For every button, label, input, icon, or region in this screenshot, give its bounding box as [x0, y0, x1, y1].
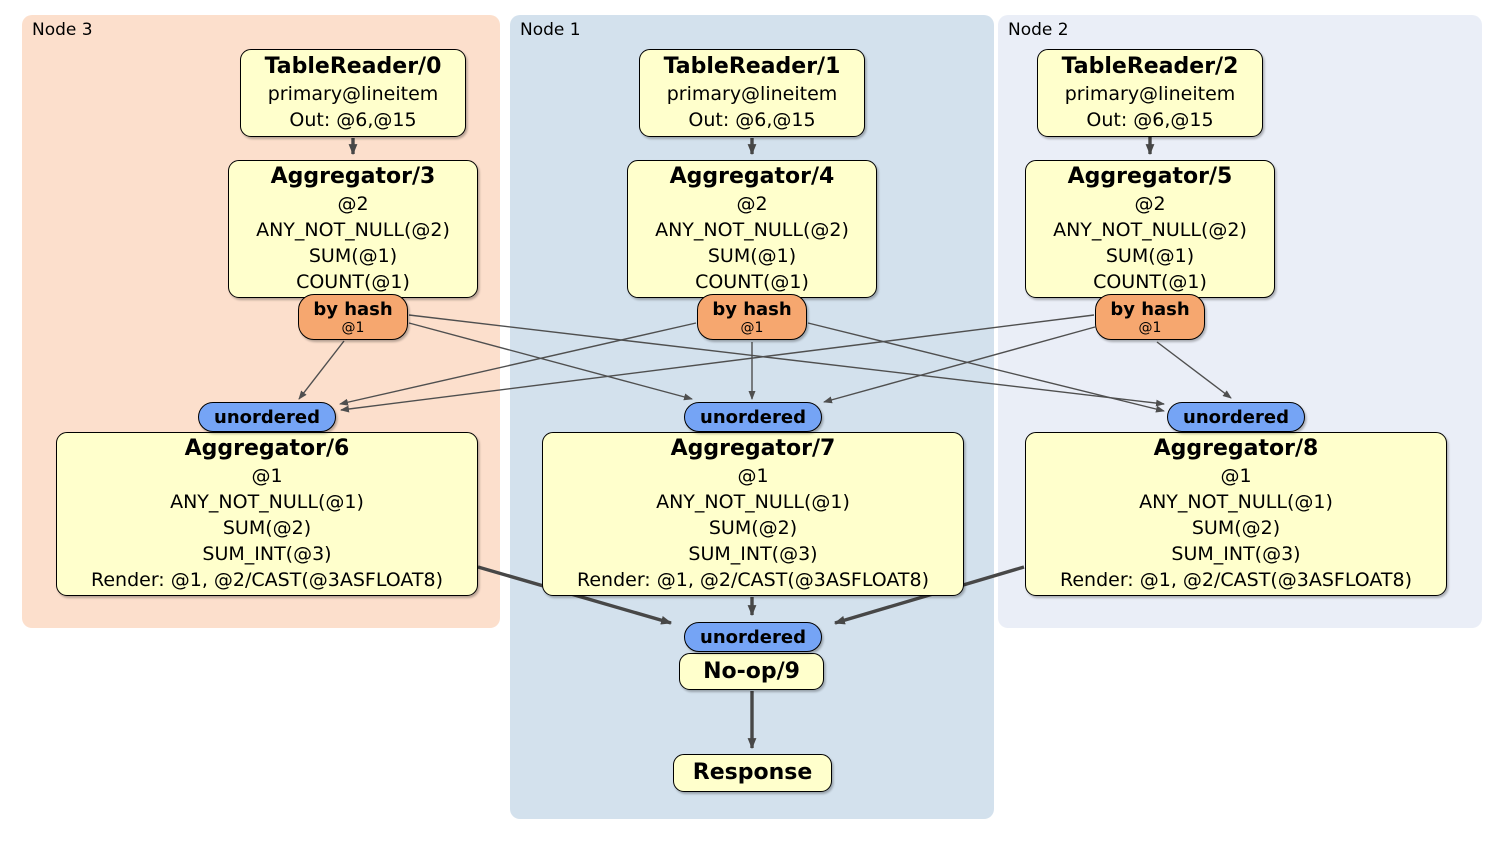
node-detail: Out: @6,@15 — [1086, 109, 1214, 131]
edge-byhash5-unordered7 — [823, 326, 1096, 404]
synchronizer-label: unordered — [700, 406, 806, 428]
router-columns: @1 — [341, 319, 365, 336]
node-aggregator-6: Aggregator/6 @1 ANY_NOT_NULL(@1) SUM(@2)… — [56, 432, 478, 596]
node-detail: SUM(@1) — [707, 245, 797, 267]
node-detail: Render: @1, @2/CAST(@3ASFLOAT8) — [91, 569, 443, 591]
synchronizer-label: unordered — [1183, 406, 1289, 428]
node-detail: SUM(@2) — [708, 517, 798, 539]
edge-byhash3-unordered8 — [408, 314, 1165, 407]
synchronizer-unordered-7: unordered — [684, 402, 822, 432]
synchronizer-unordered-8: unordered — [1167, 402, 1305, 432]
router-by-hash-3: by hash @1 — [298, 294, 408, 340]
node-tablereader-0: TableReader/0 primary@lineitem Out: @6,@… — [240, 49, 466, 137]
node-title: Aggregator/6 — [184, 436, 350, 461]
node-detail: @1 — [737, 465, 769, 487]
node-tablereader-1: TableReader/1 primary@lineitem Out: @6,@… — [639, 49, 865, 137]
node-detail: @2 — [736, 193, 768, 215]
edge-byhash4-unordered6 — [339, 322, 697, 406]
edge-byhash4-unordered8 — [807, 322, 1165, 413]
node-detail: ANY_NOT_NULL(@1) — [656, 491, 850, 513]
node-detail: SUM(@1) — [1105, 245, 1195, 267]
node-detail: Out: @6,@15 — [688, 109, 816, 131]
node-title: Aggregator/5 — [1067, 164, 1233, 189]
synchronizer-label: unordered — [214, 406, 320, 428]
node-detail: Out: @6,@15 — [289, 109, 417, 131]
node-title: No-op/9 — [703, 658, 800, 684]
node-tablereader-2: TableReader/2 primary@lineitem Out: @6,@… — [1037, 49, 1263, 137]
node-title: Aggregator/3 — [270, 164, 436, 189]
region-label-node-2: Node 2 — [1008, 20, 1069, 40]
node-detail: @2 — [1134, 193, 1166, 215]
node-detail: SUM_INT(@3) — [1171, 543, 1301, 565]
node-detail: SUM(@2) — [222, 517, 312, 539]
node-aggregator-8: Aggregator/8 @1 ANY_NOT_NULL(@1) SUM(@2)… — [1025, 432, 1447, 596]
router-by-hash-4: by hash @1 — [697, 294, 807, 340]
node-detail: Render: @1, @2/CAST(@3ASFLOAT8) — [577, 569, 929, 591]
synchronizer-unordered-9: unordered — [684, 622, 822, 652]
node-title: TableReader/0 — [264, 54, 442, 79]
router-by-hash-5: by hash @1 — [1095, 294, 1205, 340]
node-title: TableReader/2 — [1061, 54, 1239, 79]
node-detail: ANY_NOT_NULL(@2) — [1053, 219, 1247, 241]
edge-byhash5-unordered6 — [340, 314, 1095, 413]
node-detail: COUNT(@1) — [1093, 271, 1207, 293]
router-label: by hash — [712, 298, 792, 320]
node-detail: SUM(@1) — [308, 245, 398, 267]
node-title: Response — [692, 760, 813, 785]
edge-byhash5-unordered8 — [1156, 341, 1232, 399]
edge-byhash3-unordered7 — [408, 322, 693, 401]
node-title: Aggregator/4 — [669, 164, 835, 189]
node-title: TableReader/1 — [663, 54, 841, 79]
edge-byhash3-unordered6 — [298, 340, 345, 400]
router-label: by hash — [1110, 298, 1190, 320]
node-aggregator-5: Aggregator/5 @2 ANY_NOT_NULL(@2) SUM(@1)… — [1025, 160, 1275, 298]
node-detail: COUNT(@1) — [695, 271, 809, 293]
node-title: Aggregator/8 — [1153, 436, 1319, 461]
node-response: Response — [673, 754, 832, 792]
node-detail: ANY_NOT_NULL(@2) — [256, 219, 450, 241]
node-detail: primary@lineitem — [267, 83, 439, 105]
node-detail: SUM(@2) — [1191, 517, 1281, 539]
node-detail: SUM_INT(@3) — [688, 543, 818, 565]
node-detail: ANY_NOT_NULL(@2) — [655, 219, 849, 241]
router-columns: @1 — [740, 319, 764, 336]
node-detail: primary@lineitem — [666, 83, 838, 105]
node-aggregator-7: Aggregator/7 @1 ANY_NOT_NULL(@1) SUM(@2)… — [542, 432, 964, 596]
node-aggregator-3: Aggregator/3 @2 ANY_NOT_NULL(@2) SUM(@1)… — [228, 160, 478, 298]
synchronizer-label: unordered — [700, 626, 806, 648]
node-detail: ANY_NOT_NULL(@1) — [1139, 491, 1333, 513]
synchronizer-unordered-6: unordered — [198, 402, 336, 432]
node-detail: @1 — [1220, 465, 1252, 487]
router-columns: @1 — [1138, 319, 1162, 336]
node-detail: Render: @1, @2/CAST(@3ASFLOAT8) — [1060, 569, 1412, 591]
node-detail: @1 — [251, 465, 283, 487]
node-detail: SUM_INT(@3) — [202, 543, 332, 565]
node-detail: ANY_NOT_NULL(@1) — [170, 491, 364, 513]
node-detail: primary@lineitem — [1064, 83, 1236, 105]
node-noop-9: No-op/9 — [679, 653, 824, 690]
node-title: Aggregator/7 — [670, 436, 836, 461]
node-detail: COUNT(@1) — [296, 271, 410, 293]
region-label-node-1: Node 1 — [520, 20, 581, 40]
node-detail: @2 — [337, 193, 369, 215]
node-aggregator-4: Aggregator/4 @2 ANY_NOT_NULL(@2) SUM(@1)… — [627, 160, 877, 298]
router-label: by hash — [313, 298, 393, 320]
region-label-node-3: Node 3 — [32, 20, 93, 40]
